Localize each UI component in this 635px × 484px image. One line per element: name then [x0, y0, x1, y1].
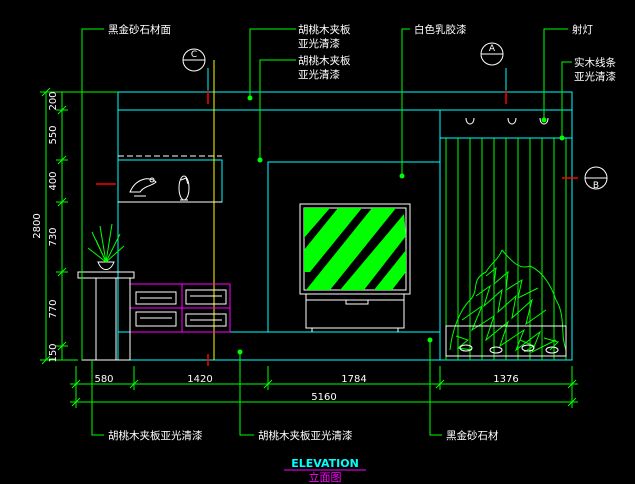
annotation-labels: 黑金砂石材面 胡桃木夹板 亚光清漆 胡桃木夹板 亚光清漆 白色乳胶漆 射灯 实木… — [108, 23, 616, 442]
center-marks — [96, 90, 578, 366]
dim-v-400: 400 — [48, 171, 59, 190]
note-matte-varnish-3: 亚光清漆 — [574, 70, 616, 83]
drawing-title: ELEVATION — [291, 457, 359, 470]
section-marker-b: B — [584, 166, 608, 191]
drawing-subtitle: 立面图 — [309, 470, 342, 484]
leader-lines-top — [81, 28, 572, 360]
note-matte-varnish-2: 亚光清漆 — [298, 68, 340, 81]
tv-set — [299, 203, 411, 332]
note-solid-wood-strip: 实木线条 — [574, 56, 616, 69]
ornament-penguin — [178, 175, 190, 201]
dim-v-550: 550 — [48, 125, 59, 144]
plant-stand — [77, 271, 135, 361]
tv-screen-hatch — [304, 208, 406, 290]
section-marker-a: A — [480, 42, 507, 90]
dim-h-1376: 1376 — [493, 374, 518, 385]
vertical-dimension-chain — [40, 87, 118, 365]
dim-v-total: 2800 — [32, 213, 43, 238]
dim-v-770: 770 — [48, 299, 59, 318]
note-walnut-veneer-2: 胡桃木夹板 — [298, 54, 351, 67]
note-black-granite-face: 黑金砂石材面 — [108, 23, 171, 36]
note-black-granite: 黑金砂石材 — [446, 429, 499, 442]
dim-h-total: 5160 — [311, 392, 336, 403]
horizontal-dimension-chain — [70, 366, 578, 408]
stereo-unit-3 — [135, 311, 177, 327]
vertical-dimension-labels: 2800 200 550 400 730 770 150 — [32, 91, 59, 362]
dim-h-1784: 1784 — [341, 374, 366, 385]
potted-plant — [87, 223, 125, 270]
spotlights — [465, 117, 549, 125]
ornament-bird — [129, 177, 157, 197]
wall-outline — [117, 91, 573, 361]
svg-text:C: C — [191, 50, 197, 60]
dim-v-150: 150 — [48, 343, 59, 362]
stereo-unit-4 — [185, 313, 227, 327]
note-walnut-varnish-bottom-1: 胡桃木夹板亚光清漆 — [108, 429, 203, 442]
note-spotlight: 射灯 — [572, 23, 593, 36]
stereo-unit-2 — [185, 289, 227, 305]
svg-text:A: A — [489, 44, 496, 54]
note-walnut-veneer-1: 胡桃木夹板 — [298, 23, 351, 36]
note-matte-varnish-1: 亚光清漆 — [298, 37, 340, 50]
dim-v-730: 730 — [48, 227, 59, 246]
slat-screen — [439, 109, 573, 361]
stereo-unit-1 — [135, 291, 177, 305]
note-white-latex-paint: 白色乳胶漆 — [414, 23, 467, 36]
section-marker-c: C — [182, 48, 209, 90]
note-walnut-varnish-bottom-2: 胡桃木夹板亚光清漆 — [258, 429, 353, 442]
display-niche — [117, 155, 223, 203]
planter-box — [445, 325, 567, 357]
dim-v-200: 200 — [48, 91, 59, 110]
dim-h-580: 580 — [94, 374, 113, 385]
leader-lines-bottom — [91, 337, 442, 436]
title-block: ELEVATION 立面图 — [284, 457, 366, 484]
dim-h-1420: 1420 — [187, 374, 212, 385]
tv-cabinet — [305, 293, 405, 329]
horizontal-dimension-labels: 580 1420 1784 1376 5160 — [94, 374, 518, 403]
svg-text:B: B — [593, 181, 599, 191]
